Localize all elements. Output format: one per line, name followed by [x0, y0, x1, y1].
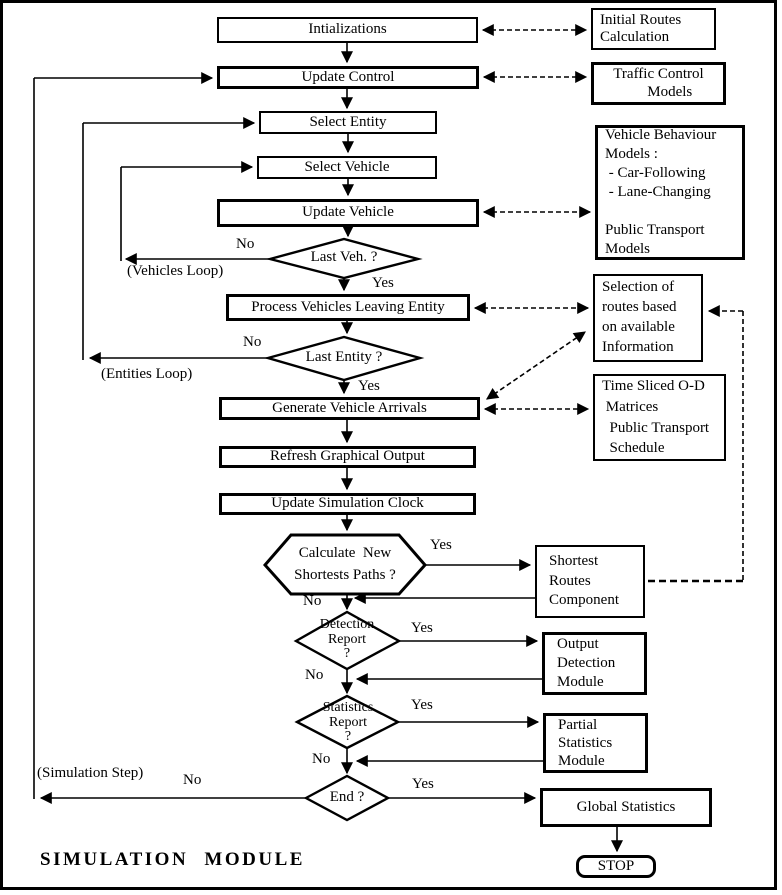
node-process-vehicles-leaving-entity: Process Vehicles Leaving Entity: [226, 294, 470, 321]
diagram-title: SIMULATION MODULE: [40, 849, 305, 870]
label-last-entity-yes: Yes: [358, 378, 380, 394]
side-box-output-detection-module: Output Detection Module: [542, 632, 647, 695]
last-entity-diamond: [263, 335, 425, 382]
label-entities-loop: (Entities Loop): [101, 366, 193, 382]
decision-end-label: End ?: [329, 789, 365, 806]
side-box-traffic-control-models: Traffic Control Models: [591, 62, 726, 105]
label-statistics-yes: Yes: [411, 697, 433, 713]
decision-detection-report-label: Detection Report ?: [319, 616, 375, 662]
label-statistics-no: No: [312, 751, 331, 767]
node-update-simulation-clock: Update Simulation Clock: [219, 493, 476, 515]
detection-report-diamond: [293, 610, 402, 671]
label-end-yes: Yes: [412, 776, 434, 792]
end-diamond: [303, 774, 391, 822]
last-vehicle-diamond: [265, 237, 423, 280]
side-box-initial-routes-calculation: Initial Routes Calculation: [591, 8, 716, 50]
decision-last-vehicle-label: Last Veh. ?: [310, 249, 378, 266]
side-box-vehicle-behaviour-models: Vehicle Behaviour Models : - Car-Followi…: [595, 125, 745, 260]
node-update-vehicle: Update Vehicle: [217, 199, 479, 227]
statistics-report-diamond: [294, 694, 401, 750]
label-end-no: No: [183, 772, 202, 788]
node-stop: STOP: [576, 855, 656, 878]
side-box-time-sliced-od: Time Sliced O-D Matrices Public Transpor…: [593, 374, 726, 461]
decision-calculate-paths-label: Calculate New Shortests Paths ?: [294, 545, 396, 583]
decision-statistics-report-label: Statistics Report ?: [322, 699, 374, 745]
node-generate-vehicle-arrivals: Generate Vehicle Arrivals: [219, 397, 480, 420]
label-vehicles-loop: (Vehicles Loop): [127, 263, 224, 279]
side-box-shortest-routes-component: Shortest Routes Component: [535, 545, 645, 618]
node-select-entity: Select Entity: [259, 111, 437, 134]
node-refresh-graphical-output: Refresh Graphical Output: [219, 446, 476, 468]
label-last-vehicle-no: No: [236, 236, 255, 252]
label-simulation-step: (Simulation Step): [37, 765, 144, 781]
node-select-vehicle: Select Vehicle: [257, 156, 437, 179]
calculate-paths-hexagon: [263, 533, 427, 596]
node-global-statistics: Global Statistics: [540, 788, 712, 827]
side-box-partial-statistics-module: Partial Statistics Module: [543, 713, 648, 773]
label-last-vehicle-yes: Yes: [372, 275, 394, 291]
decision-last-entity-label: Last Entity ?: [305, 349, 383, 366]
node-initializations: Intializations: [217, 17, 478, 43]
label-calc-paths-yes: Yes: [430, 537, 452, 553]
label-calc-paths-no: No: [303, 593, 322, 609]
side-box-selection-of-routes: Selection of routes based on available I…: [593, 274, 703, 362]
label-detection-yes: Yes: [411, 620, 433, 636]
label-detection-no: No: [305, 667, 324, 683]
node-update-control: Update Control: [217, 66, 479, 89]
label-last-entity-no: No: [243, 334, 262, 350]
